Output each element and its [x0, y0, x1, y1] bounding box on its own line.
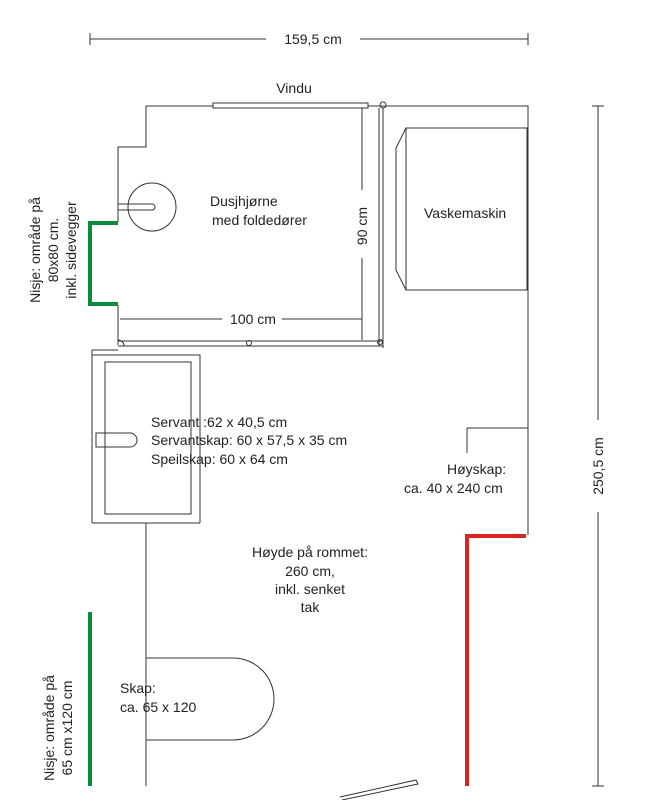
- width-label: 159,5 cm: [284, 31, 342, 47]
- cabinet-label-2: ca. 65 x 120: [120, 699, 196, 715]
- room-height-label-3: inkl. senket: [275, 581, 345, 597]
- sink-cabinet: Servant :62 x 40,5 cm Servantskap: 60 x …: [92, 354, 347, 523]
- height-label: 250,5 cm: [590, 437, 606, 495]
- window: Vindu: [212, 80, 369, 109]
- red-wall-marker: [465, 534, 526, 786]
- niche-top-label-1: Nisje: område på: [27, 197, 43, 303]
- niche-bottom-label-1: Nisje: område på: [41, 675, 57, 781]
- room-height-note: Høyde på rommet: 260 cm, inkl. senket ta…: [252, 544, 368, 615]
- cabinet-label-1: Skap:: [120, 680, 156, 696]
- green-wall-marker-top: [88, 221, 118, 306]
- shower-depth-label: 90 cm: [354, 207, 370, 245]
- room-height-label-4: tak: [301, 599, 321, 615]
- room-height-label-1: Høyde på rommet:: [252, 544, 368, 560]
- niche-top-label-3: inkl. sidevegger: [63, 201, 79, 299]
- shower-label-2: med foldedører: [212, 212, 307, 228]
- walls: [91, 101, 529, 800]
- cabinet: Skap: ca. 65 x 120: [120, 657, 275, 741]
- niche-top-label-2: 80x80 cm.: [45, 218, 61, 283]
- sink-label-1: Servant :62 x 40,5 cm: [151, 414, 287, 430]
- shower-corner: 90 cm 100 cm Dusjhjørne med foldedører: [117, 108, 383, 347]
- washing-machine-label: Vaskemaskin: [424, 205, 506, 221]
- niche-bottom-label-2: 65 cm x120 cm: [59, 681, 75, 776]
- niche-bottom: Nisje: område på 65 cm x120 cm: [41, 612, 92, 786]
- height-dimension: 250,5 cm: [590, 105, 606, 787]
- washing-machine: Vaskemaskin: [395, 127, 528, 291]
- shower-drain-icon: [127, 182, 177, 232]
- room-height-label-2: 260 cm,: [285, 563, 335, 579]
- window-label: Vindu: [276, 80, 312, 96]
- shower-width-label: 100 cm: [230, 311, 276, 327]
- shower-label-1: Dusjhjørne: [210, 193, 278, 209]
- sink-label-2: Servantskap: 60 x 57,5 x 35 cm: [151, 432, 347, 448]
- niche-top: Nisje: område på 80x80 cm. inkl. sideveg…: [27, 197, 118, 306]
- width-dimension: 159,5 cm: [89, 31, 529, 47]
- tall-cabinet: Høyskap: ca. 40 x 240 cm: [404, 427, 528, 786]
- sink-label-3: Speilskap: 60 x 64 cm: [151, 451, 288, 467]
- toilet-icon: [146, 657, 275, 741]
- tall-cabinet-label-2: ca. 40 x 240 cm: [404, 480, 503, 496]
- tall-cabinet-label-1: Høyskap:: [447, 461, 506, 477]
- sink-icon: [95, 432, 138, 448]
